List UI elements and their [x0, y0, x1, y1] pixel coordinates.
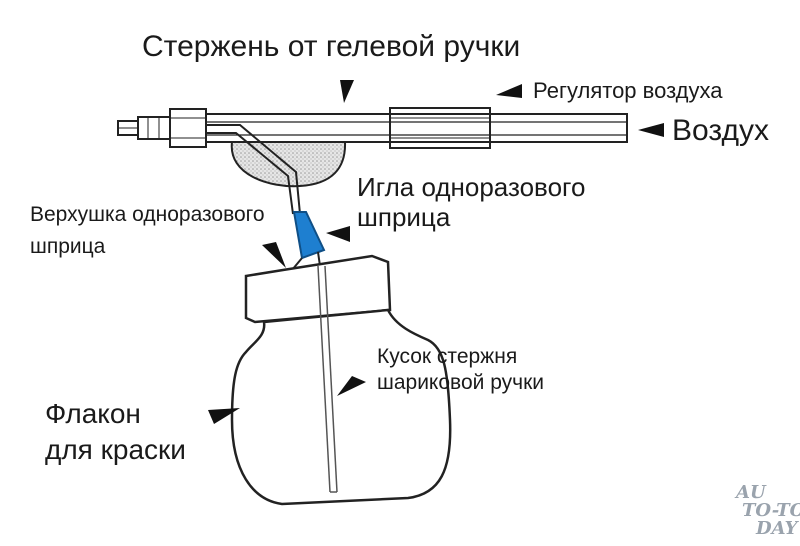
label-air: Воздух	[672, 114, 769, 147]
pointer-arrows	[208, 80, 664, 424]
arrow-air	[638, 123, 664, 137]
syringe-tip	[292, 211, 326, 260]
bottle-cap	[244, 254, 392, 324]
label-refill-piece-line1: Кусок стержня	[377, 345, 518, 368]
watermark-logo: AU TO-TO DAY	[736, 484, 800, 538]
arrow-rod	[340, 80, 354, 103]
watermark-line2: TO-TO	[742, 500, 800, 521]
label-refill-piece-line2: шариковой ручки	[377, 371, 545, 395]
arrow-regulator	[496, 84, 522, 98]
arrow-refill-piece	[337, 376, 366, 396]
arrow-needle	[326, 226, 350, 242]
gel-pen-rod	[204, 113, 628, 143]
label-syringe-tip: Верхушка одноразового шприца	[30, 203, 265, 259]
arrow-syringe-tip	[262, 242, 286, 268]
label-syringe-needle-line2: шприца	[357, 201, 451, 232]
label-paint-bottle-line1: Флакон	[45, 398, 141, 429]
paint-bottle	[230, 308, 452, 506]
syringe-needle	[205, 124, 301, 215]
arrow-bottle	[208, 408, 240, 424]
label-refill-piece: Кусок стержня шариковой ручки	[377, 345, 544, 395]
watermark-line1: AU	[736, 482, 766, 503]
label-paint-bottle: Флакон для краски	[45, 398, 186, 466]
ballpoint-refill-piece	[317, 265, 338, 493]
label-syringe-needle: Игла одноразового шприца	[357, 172, 586, 233]
label-air-regulator: Регулятор воздуха	[533, 78, 723, 103]
watermark-line3: DAY	[756, 518, 798, 539]
label-gel-pen-rod: Стержень от гелевой ручки	[142, 30, 521, 63]
pen-nozzle	[117, 108, 207, 148]
label-paint-bottle-line2: для краски	[45, 434, 186, 466]
label-syringe-tip-line2: шприца	[30, 235, 106, 259]
label-syringe-tip-line1: Верхушка одноразового	[30, 203, 265, 226]
label-syringe-needle-line1: Игла одноразового	[357, 172, 586, 202]
air-regulator-sleeve	[389, 107, 491, 149]
